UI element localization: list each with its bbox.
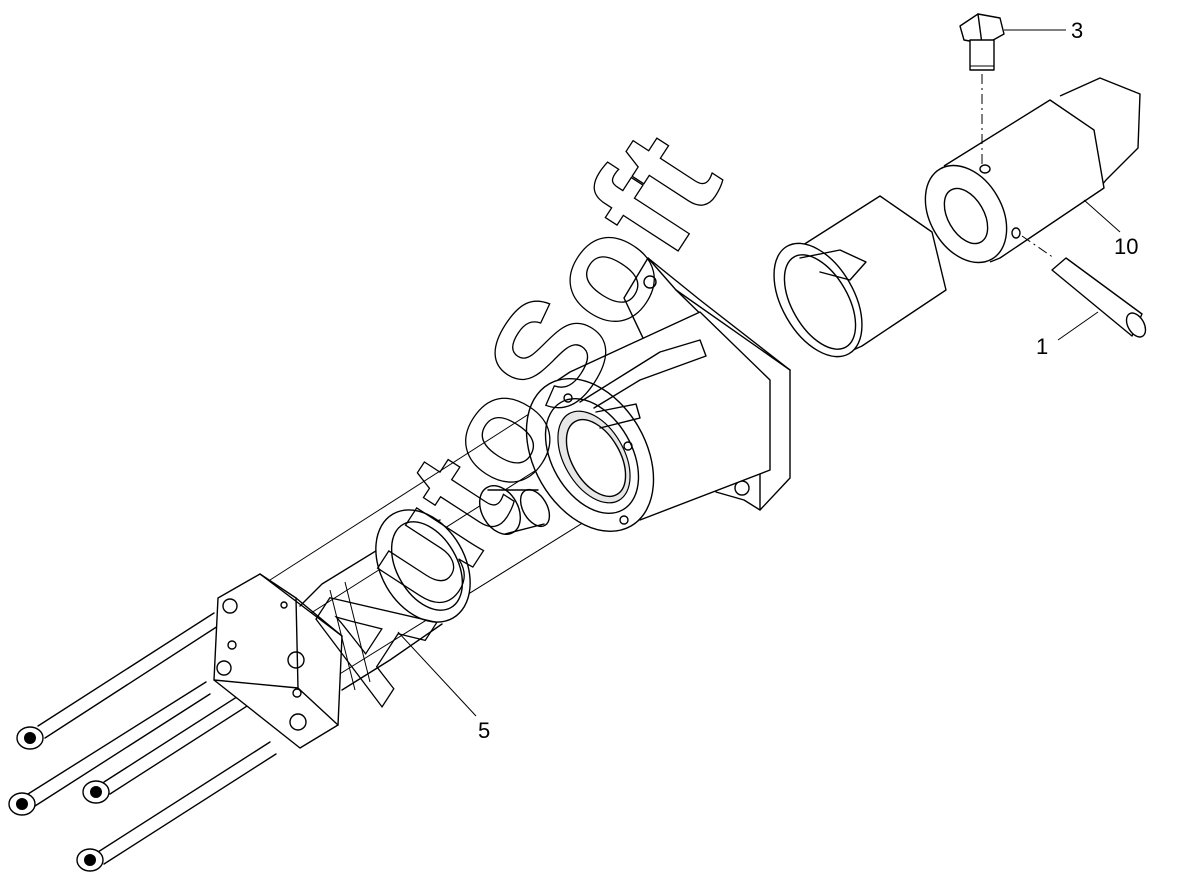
bushing bbox=[773, 195, 947, 358]
leader-lines bbox=[397, 29, 1121, 717]
callout-3: 3 bbox=[1071, 18, 1083, 43]
long-bolt bbox=[8, 681, 211, 816]
callout-1: 1 bbox=[1036, 334, 1048, 359]
long-bolt bbox=[16, 612, 219, 750]
sleeve-part-5 bbox=[299, 509, 471, 691]
callout-10: 10 bbox=[1114, 234, 1138, 259]
shaft-part-10 bbox=[924, 77, 1141, 264]
main-housing bbox=[525, 257, 791, 533]
long-bolts bbox=[8, 612, 287, 872]
end-plate bbox=[213, 573, 343, 749]
pin-part-1 bbox=[1021, 235, 1147, 338]
spacer bbox=[479, 485, 551, 535]
long-bolt bbox=[76, 741, 277, 872]
callout-5: 5 bbox=[478, 718, 490, 743]
bolt-part-3 bbox=[959, 13, 1005, 166]
